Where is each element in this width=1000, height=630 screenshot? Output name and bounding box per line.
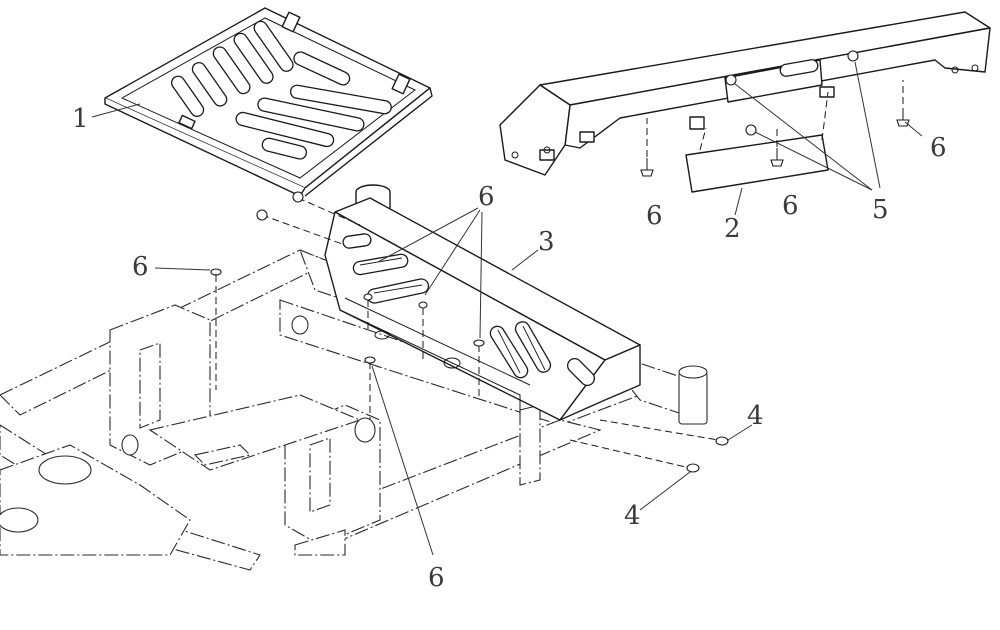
- bolt-6-hood-right: [896, 108, 910, 127]
- fasteners: [210, 108, 910, 473]
- bolt-6-top-left: [256, 191, 304, 221]
- callout-6-hood-right: 6: [930, 133, 947, 163]
- callout-1: 1: [72, 104, 89, 134]
- callout-5: 5: [872, 195, 889, 225]
- callout-6-pan-top: 6: [478, 182, 495, 212]
- callout-4-upper: 4: [747, 401, 764, 431]
- bolt-6-hood-left: [640, 158, 654, 177]
- callout-4-lower: 4: [624, 501, 641, 531]
- bolt-6-frame-left: [210, 268, 222, 282]
- cover-plate-part-2: [685, 134, 829, 193]
- callout-6-frame-left: 6: [132, 252, 149, 282]
- bolt-4-lower: [686, 463, 700, 473]
- callout-3: 3: [538, 227, 555, 257]
- bolt-4-upper: [715, 436, 729, 446]
- callout-6-bottom: 6: [428, 563, 445, 593]
- console-pan-part-3: [291, 184, 641, 421]
- callout-6-hood-center: 6: [782, 191, 799, 221]
- callout-labels: 1 2 3 4 4 5 6 6 6 6 6 6: [72, 104, 947, 593]
- bolt-6-hood-center: [770, 148, 784, 167]
- mat-slots: [170, 20, 392, 160]
- pan-slots: [342, 233, 596, 387]
- floor-mat-part-1: [104, 7, 433, 197]
- callout-2: 2: [724, 214, 741, 244]
- hood-panel: [499, 11, 991, 176]
- leader-lines: [91, 61, 923, 556]
- callout-6-hood-left: 6: [646, 201, 663, 231]
- bolt-6-pan: [363, 293, 485, 364]
